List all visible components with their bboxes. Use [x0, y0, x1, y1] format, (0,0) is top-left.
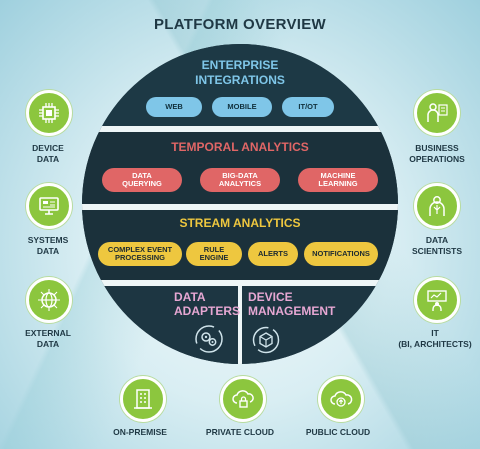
stream-analytics-title: STREAM ANALYTICS [179, 216, 301, 230]
presenter-icon [414, 277, 460, 323]
chip-icon [26, 90, 72, 136]
vertical-divider [238, 280, 242, 364]
cloud-upload-icon [318, 376, 364, 422]
it-bi-architects-label: IT(BI, ARCHITECTS) [398, 328, 472, 349]
enterprise-title-line1: ENTERPRISE [201, 58, 279, 72]
it-ot-pill: IT/OT [282, 97, 334, 117]
scientist-icon [414, 183, 460, 229]
web-pill: WEB [146, 97, 202, 117]
private-cloud-label: PRIVATE CLOUD [205, 427, 275, 437]
device-management-title: DEVICE MANAGEMENT [248, 290, 336, 319]
temporal-analytics-title: TEMPORAL ANALYTICS [171, 140, 309, 154]
adapter-gears-icon [194, 324, 224, 359]
globe-network-icon [26, 277, 72, 323]
on-premise-label: ON-PREMISE [113, 427, 167, 437]
enterprise-title-line2: INTEGRATIONS [195, 73, 285, 87]
layer-divider [82, 126, 398, 132]
public-cloud-label: PUBLIC CLOUD [305, 427, 371, 437]
building-icon [120, 376, 166, 422]
mobile-pill: MOBILE [212, 97, 272, 117]
business-person-icon [414, 90, 460, 136]
cloud-lock-icon [220, 376, 266, 422]
platform-circle: ENTERPRISE INTEGRATIONS WEB MOBILE IT/OT… [82, 44, 398, 364]
device-cube-icon [252, 326, 280, 359]
page-title: PLATFORM OVERVIEW [153, 16, 327, 33]
alerts-pill: ALERTS [248, 242, 298, 266]
layer-divider [82, 204, 398, 210]
computer-monitor-icon [26, 183, 72, 229]
enterprise-integrations-title: ENTERPRISE INTEGRATIONS [82, 58, 398, 88]
data-adapters-title: DATA ADAPTERS [174, 290, 241, 319]
notifications-pill: NOTIFICATIONS [304, 242, 378, 266]
